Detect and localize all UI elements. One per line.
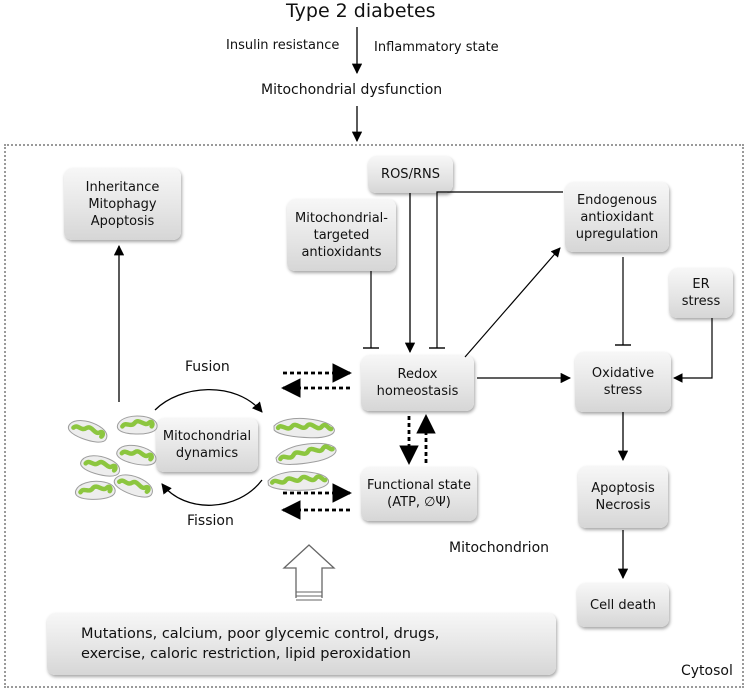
functional-line-2: (ATP, ∅Ψ) [387,495,451,510]
oxidative-line-1: Oxidative [591,366,655,381]
inflammatory-state-label: Inflammatory state [374,40,499,55]
redox-line-1: Redox [397,367,438,382]
diagram-title: Type 2 diabetes [286,0,436,22]
fusion-curved-arrow [154,388,263,413]
apoptosis-line-1: Apoptosis [591,481,655,496]
fission-label: Fission [187,513,234,529]
mitochondrial-dysfunction-label: Mitochondrial dysfunction [261,82,443,98]
fission-curved-arrow [161,479,263,506]
endogenous-line-2: antioxidant [580,209,654,225]
fragmented-mitochondria [67,413,158,503]
mitochondrion-label: Mitochondrion [449,540,550,556]
arrow-er-stress-to-oxidative [673,318,713,383]
oxidative-line-2: stress [603,383,643,398]
functional-state-box: Functional state (ATP, ∅Ψ) [361,467,477,521]
factors-line-1: Mutations, calcium, poor glycemic contro… [81,626,440,642]
fused-mitochondria [267,417,337,494]
er-stress-line-2: stress [681,294,721,309]
functional-line-1: Functional state [367,478,471,493]
cell-death-box: Cell death [577,583,669,627]
ros-rns-box: ROS/RNS [368,156,453,193]
dynamics-line-1: Mitochondrial [162,429,252,444]
fate-line-1: Inheritance [85,179,160,195]
upward-hollow-arrow [282,544,336,601]
oxidative-stress-box: Oxidative stress [575,352,671,412]
er-stress-box: ER stress [669,268,733,318]
endogenous-line-1: Endogenous [576,192,658,208]
mitochondrial-dynamics-box: Mitochondrial dynamics [156,418,258,472]
fusion-label: Fusion [185,359,230,375]
arrow-redox-to-endogenous [464,247,561,358]
er-stress-line-1: ER [692,277,710,292]
dynamics-line-2: dynamics [175,446,239,461]
cytosol-label: Cytosol [681,663,733,679]
mitochondrial-fate-box: Inheritance Mitophagy Apoptosis [64,168,181,240]
mt-antioxidants-line-3: antioxidants [301,244,382,260]
mitochondrial-targeted-antioxidants-box: Mitochondrial- targeted antioxidants [287,199,396,271]
factors-line-2: exercise, caloric restriction, lipid per… [81,646,411,662]
apoptosis-line-2: Necrosis [595,498,651,513]
endogenous-line-3: upregulation [575,226,659,242]
apoptosis-necrosis-box: Apoptosis Necrosis [578,466,668,528]
insulin-resistance-label: Insulin resistance [226,38,340,53]
mt-antioxidants-line-1: Mitochondrial- [295,210,388,226]
inhibit-endogenous-to-redox [436,191,563,348]
redox-line-2: homeostasis [376,384,459,399]
cell-death-label: Cell death [590,597,656,613]
ros-rns-label: ROS/RNS [381,167,440,182]
mt-antioxidants-line-2: targeted [313,227,370,243]
fate-line-2: Mitophagy [88,196,157,212]
fate-line-3: Apoptosis [90,213,155,229]
redox-homeostasis-box: Redox homeostasis [361,355,474,411]
cytosol-boundary [4,144,744,688]
contributing-factors-box: Mutations, calcium, poor glycemic contro… [47,613,556,675]
endogenous-antioxidant-box: Endogenous antioxidant upregulation [565,182,669,252]
